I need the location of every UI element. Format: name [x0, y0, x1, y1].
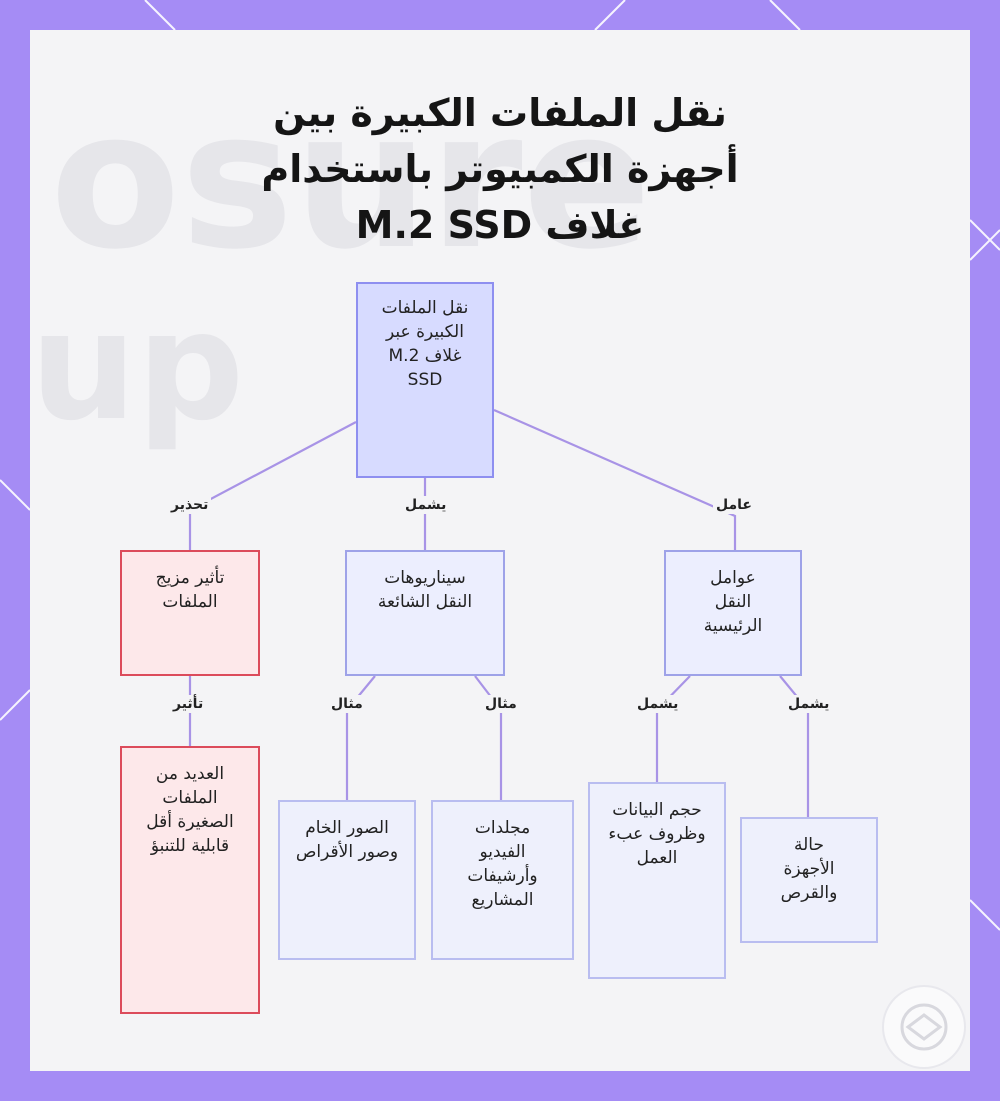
- factors-node-label: عوامل النقل الرئيسية: [703, 568, 763, 636]
- logo-watermark: [882, 985, 966, 1069]
- edge-root-factors: [493, 408, 737, 550]
- edge-label-root-warning: تحذير: [168, 496, 212, 514]
- diagram-card: osure up نقل الملفات الكبيرة بين أجهزة ا…: [30, 30, 970, 1071]
- device-state-node: حالة الأجهزة والقرص: [740, 817, 878, 943]
- root-node: نقل الملفات الكبيرة عبر غلاف M.2 SSD: [356, 282, 494, 478]
- edge-label-root-scenarios: يشمل: [402, 496, 450, 514]
- raw-images-node-label: الصور الخام وصور الأقراص: [295, 818, 399, 862]
- edge-label-scenarios-video: مثال: [482, 695, 520, 713]
- root-node-label: نقل الملفات الكبيرة عبر غلاف M.2 SSD: [381, 298, 469, 390]
- edge-factors-volume: [655, 675, 691, 782]
- edge-label-scenarios-raw: مثال: [328, 695, 366, 713]
- device-state-node-label: حالة الأجهزة والقرص: [780, 835, 838, 903]
- data-volume-node-label: حجم البيانات وظروف عبء العمل: [608, 800, 706, 868]
- raw-images-node: الصور الخام وصور الأقراص: [278, 800, 416, 960]
- edge-label-factors-volume: يشمل: [634, 695, 682, 713]
- warning-node-label: تأثير مزيج الملفات: [155, 568, 225, 612]
- edge-label-warning-small: تأثير: [170, 695, 207, 713]
- small-files-node-label: العديد من الملفات الصغيرة أقل قابلية للت…: [146, 764, 234, 856]
- warning-node: تأثير مزيج الملفات: [120, 550, 260, 676]
- edge-label-root-factors: عامل: [713, 496, 755, 514]
- background-watermark-text-2: up: [30, 280, 245, 454]
- edge-label-factors-device: يشمل: [785, 695, 833, 713]
- video-folders-node-label: مجلدات الفيديو وأرشيفات المشاريع: [467, 818, 538, 910]
- page-title: نقل الملفات الكبيرة بين أجهزة الكمبيوتر …: [261, 91, 739, 247]
- background-watermark-text: osure: [50, 70, 652, 291]
- data-volume-node: حجم البيانات وظروف عبء العمل: [588, 782, 726, 979]
- video-folders-node: مجلدات الفيديو وأرشيفات المشاريع: [431, 800, 574, 960]
- scenarios-node: سيناريوهات النقل الشائعة: [345, 550, 505, 676]
- small-files-node: العديد من الملفات الصغيرة أقل قابلية للت…: [120, 746, 260, 1014]
- edge-root-warning: [188, 421, 357, 550]
- logo-icon: [900, 1003, 948, 1051]
- scenarios-node-label: سيناريوهات النقل الشائعة: [377, 568, 473, 612]
- factors-node: عوامل النقل الرئيسية: [664, 550, 802, 676]
